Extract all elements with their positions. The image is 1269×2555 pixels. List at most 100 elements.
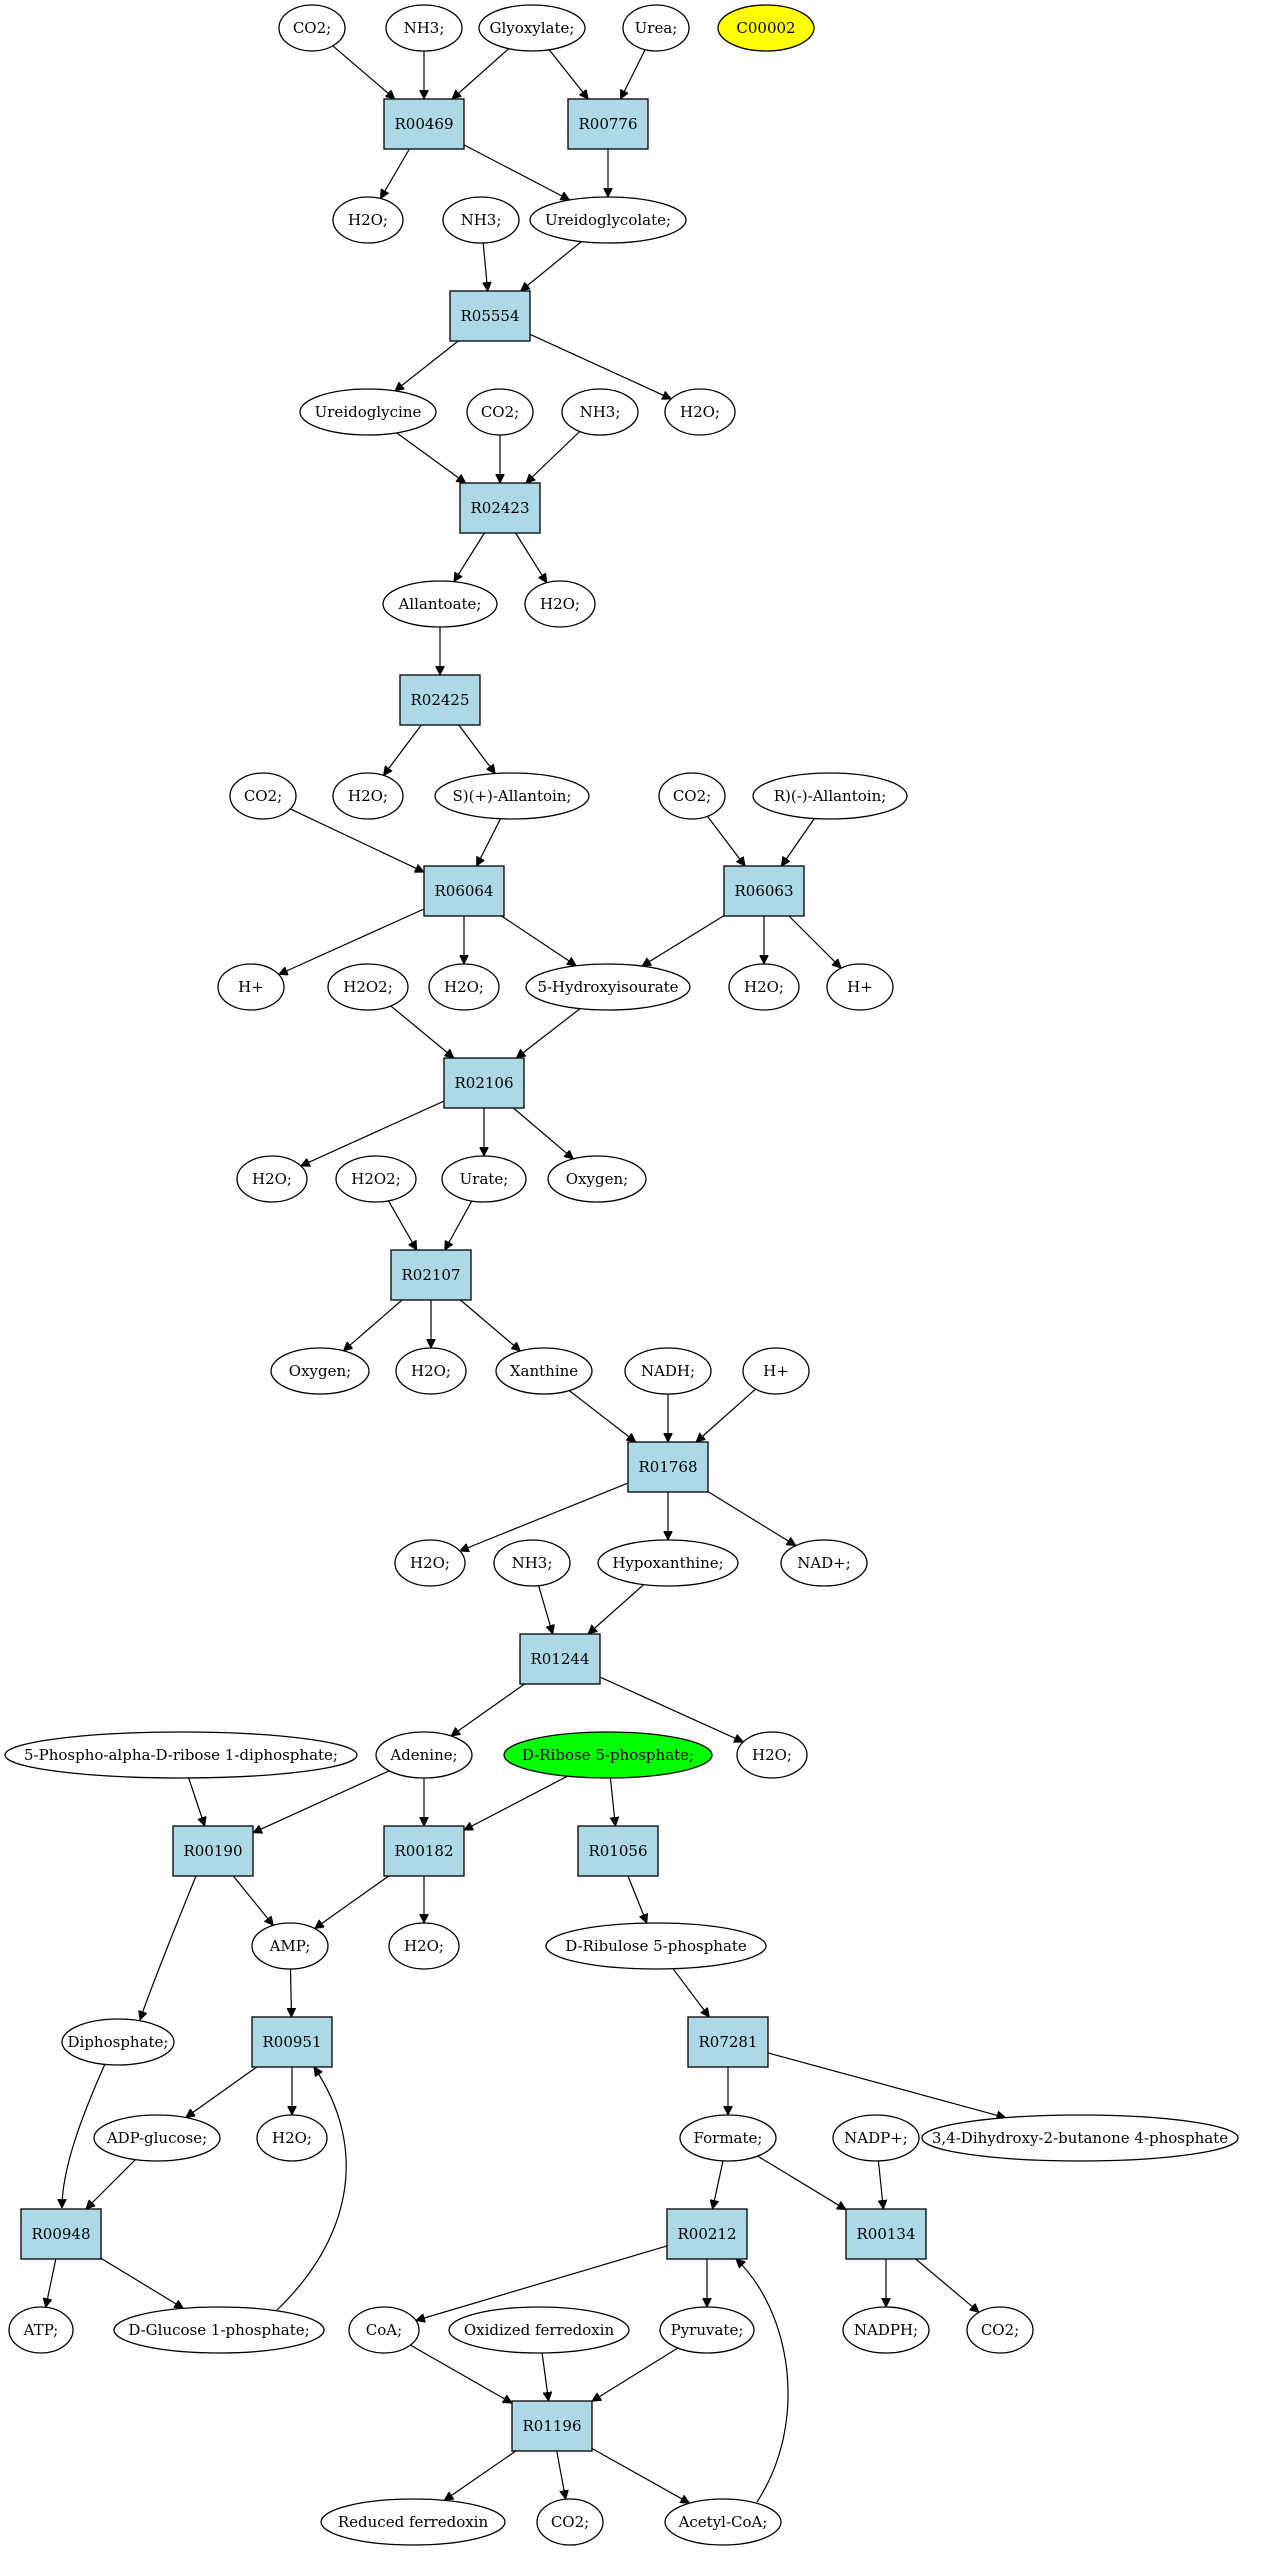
edge-c_urea-to-r_R00776 (619, 49, 646, 99)
compound-ellipse (561, 388, 639, 436)
node-label: 5-Phospho-alpha-D-ribose 1-diphosphate; (24, 1746, 338, 1764)
compound-node-c_amp: AMP; (251, 1922, 329, 1970)
node-label: H2O; (348, 211, 388, 229)
compound-node-c_urate: Urate; (441, 1155, 527, 1203)
compound-node-c_prpp: 5-Phospho-alpha-D-ribose 1-diphosphate; (4, 1731, 358, 1779)
compound-ellipse (388, 1922, 460, 1970)
edge-r_R02106-to-c_h2o_7 (301, 1100, 445, 1166)
compound-ellipse (278, 4, 346, 52)
compound-ellipse (742, 1347, 810, 1395)
node-label: H2O2; (343, 978, 393, 996)
node-label: Urea; (635, 19, 678, 37)
node-label: Formate; (694, 2129, 763, 2147)
node-label: 3,4-Dihydroxy-2-butanone 4-phosphate (932, 2129, 1228, 2147)
compound-ellipse (664, 2498, 782, 2546)
node-label: D-Glucose 1-phosphate; (128, 2321, 309, 2339)
edge-c_formate-to-r_R00134 (757, 2155, 846, 2210)
node-label: Ureidoglycolate; (545, 211, 671, 229)
compound-node-c_co2_4: CO2; (658, 772, 726, 820)
edge-c_nh3_4-to-r_R01244 (538, 1585, 553, 1634)
reaction-node-r_R00948: R00948 (20, 2208, 102, 2260)
compound-ellipse (529, 196, 687, 244)
node-label: H2O; (680, 403, 720, 421)
compound-ellipse (495, 1347, 593, 1395)
reaction-node-r_R00182: R00182 (383, 1825, 465, 1877)
compound-node-c_adpglucose: ADP-glucose; (93, 2114, 221, 2162)
compound-ellipse (597, 1539, 739, 1587)
compound-node-c_h2o_12: H2O; (256, 2114, 328, 2162)
node-label: ADP-glucose; (106, 2129, 207, 2147)
node-label: AMP; (269, 1937, 311, 1955)
edge-c_oxfd-to-r_R01196 (541, 2352, 549, 2401)
node-label: Xanthine (510, 1362, 578, 1380)
reaction-box (687, 2016, 769, 2068)
compound-node-c_h2o_6: H2O; (728, 963, 800, 1011)
node-label: H2O; (744, 978, 784, 996)
compound-ellipse (524, 580, 596, 628)
edge-c_co2_1-to-r_R00469 (332, 45, 395, 99)
edge-c_xanthine-to-r_R01768 (568, 1390, 635, 1442)
reaction-node-r_R02425: R02425 (399, 674, 481, 726)
node-label: Hypoxanthine; (612, 1554, 723, 1572)
compound-ellipse (503, 1731, 713, 1779)
reaction-node-r_R00134: R00134 (845, 2208, 927, 2260)
reaction-node-r_R00776: R00776 (567, 98, 649, 150)
edge-c_5hiu-to-r_R02106 (516, 1008, 581, 1058)
compound-node-c_allantoate: Allantoate; (382, 580, 498, 628)
node-label: NH3; (512, 1554, 553, 1572)
edge-c_nh3_2-to-r_R05554 (483, 242, 488, 291)
reaction-node-r_R00951: R00951 (251, 2016, 333, 2068)
edge-c_glyox-to-r_R00776 (548, 49, 588, 99)
reaction-box (443, 1057, 525, 1109)
node-label: R02423 (470, 499, 529, 517)
compound-ellipse (493, 1539, 571, 1587)
compound-ellipse (780, 1539, 868, 1587)
compound-ellipse (832, 2114, 920, 2162)
edge-c_amp-to-r_R00951 (291, 1968, 292, 2017)
node-label: Oxygen; (289, 1362, 351, 1380)
node-label: R01056 (588, 1842, 647, 1860)
edge-c_nh3_3-to-r_R02423 (526, 431, 581, 484)
reaction-box (399, 674, 481, 726)
compound-ellipse (547, 1155, 647, 1203)
node-label: NH3; (580, 403, 621, 421)
compound-node-c_r5p: D-Ribose 5-phosphate; (503, 1731, 713, 1779)
compound-node-c_nh3_4: NH3; (493, 1539, 571, 1587)
node-label: R00190 (183, 1842, 242, 1860)
edge-c_s_allantoin-to-r_R06064 (476, 818, 502, 866)
node-label: NADPH; (854, 2321, 918, 2339)
compound-node-c_h2o_7: H2O; (236, 1155, 308, 1203)
edge-r_R00190-to-c_amp (232, 1875, 273, 1925)
compound-ellipse (256, 2114, 328, 2162)
edge-c_ru5p-to-r_R07281 (672, 1968, 709, 2017)
compound-ellipse (679, 2114, 777, 2162)
edge-r_R00134-to-c_co2_5 (915, 2258, 979, 2312)
edge-r_R02425-to-c_s_allantoin (458, 724, 495, 774)
node-label: H2O; (444, 978, 484, 996)
node-label: Pyruvate; (671, 2321, 744, 2339)
compound-ellipse (736, 1731, 808, 1779)
compound-ellipse (385, 4, 463, 52)
compound-node-c_h2o_2: H2O; (664, 388, 736, 436)
compound-ellipse (382, 580, 498, 628)
reaction-node-r_R00212: R00212 (666, 2208, 748, 2260)
compound-node-c_atp: ATP; (8, 2306, 74, 2354)
node-label: R01768 (638, 1458, 697, 1476)
reaction-node-r_R02423: R02423 (459, 482, 541, 534)
edge-c_adenine-to-r_R00190 (253, 1770, 390, 1833)
compound-node-c_nadph: NADPH; (842, 2306, 930, 2354)
edge-c_h2o2_2-to-r_R02107 (387, 1200, 418, 1250)
compound-node-c_nh3_1: NH3; (385, 4, 463, 52)
edge-c_urate-to-r_R02107 (444, 1200, 473, 1250)
edge-r_R01244-to-c_adenine (451, 1683, 525, 1736)
compound-ellipse (394, 1539, 466, 1587)
compound-ellipse (8, 2306, 74, 2354)
node-label: H2O; (252, 1170, 292, 1188)
node-label: R00212 (677, 2225, 736, 2243)
compound-node-c_pyruvate: Pyruvate; (659, 2306, 755, 2354)
compound-ellipse (826, 963, 894, 1011)
edge-c_r5p-to-r_R00182 (464, 1775, 568, 1831)
reaction-node-r_R02107: R02107 (390, 1249, 472, 1301)
node-label: Diphosphate; (68, 2033, 169, 2051)
node-label: CO2; (551, 2513, 589, 2531)
